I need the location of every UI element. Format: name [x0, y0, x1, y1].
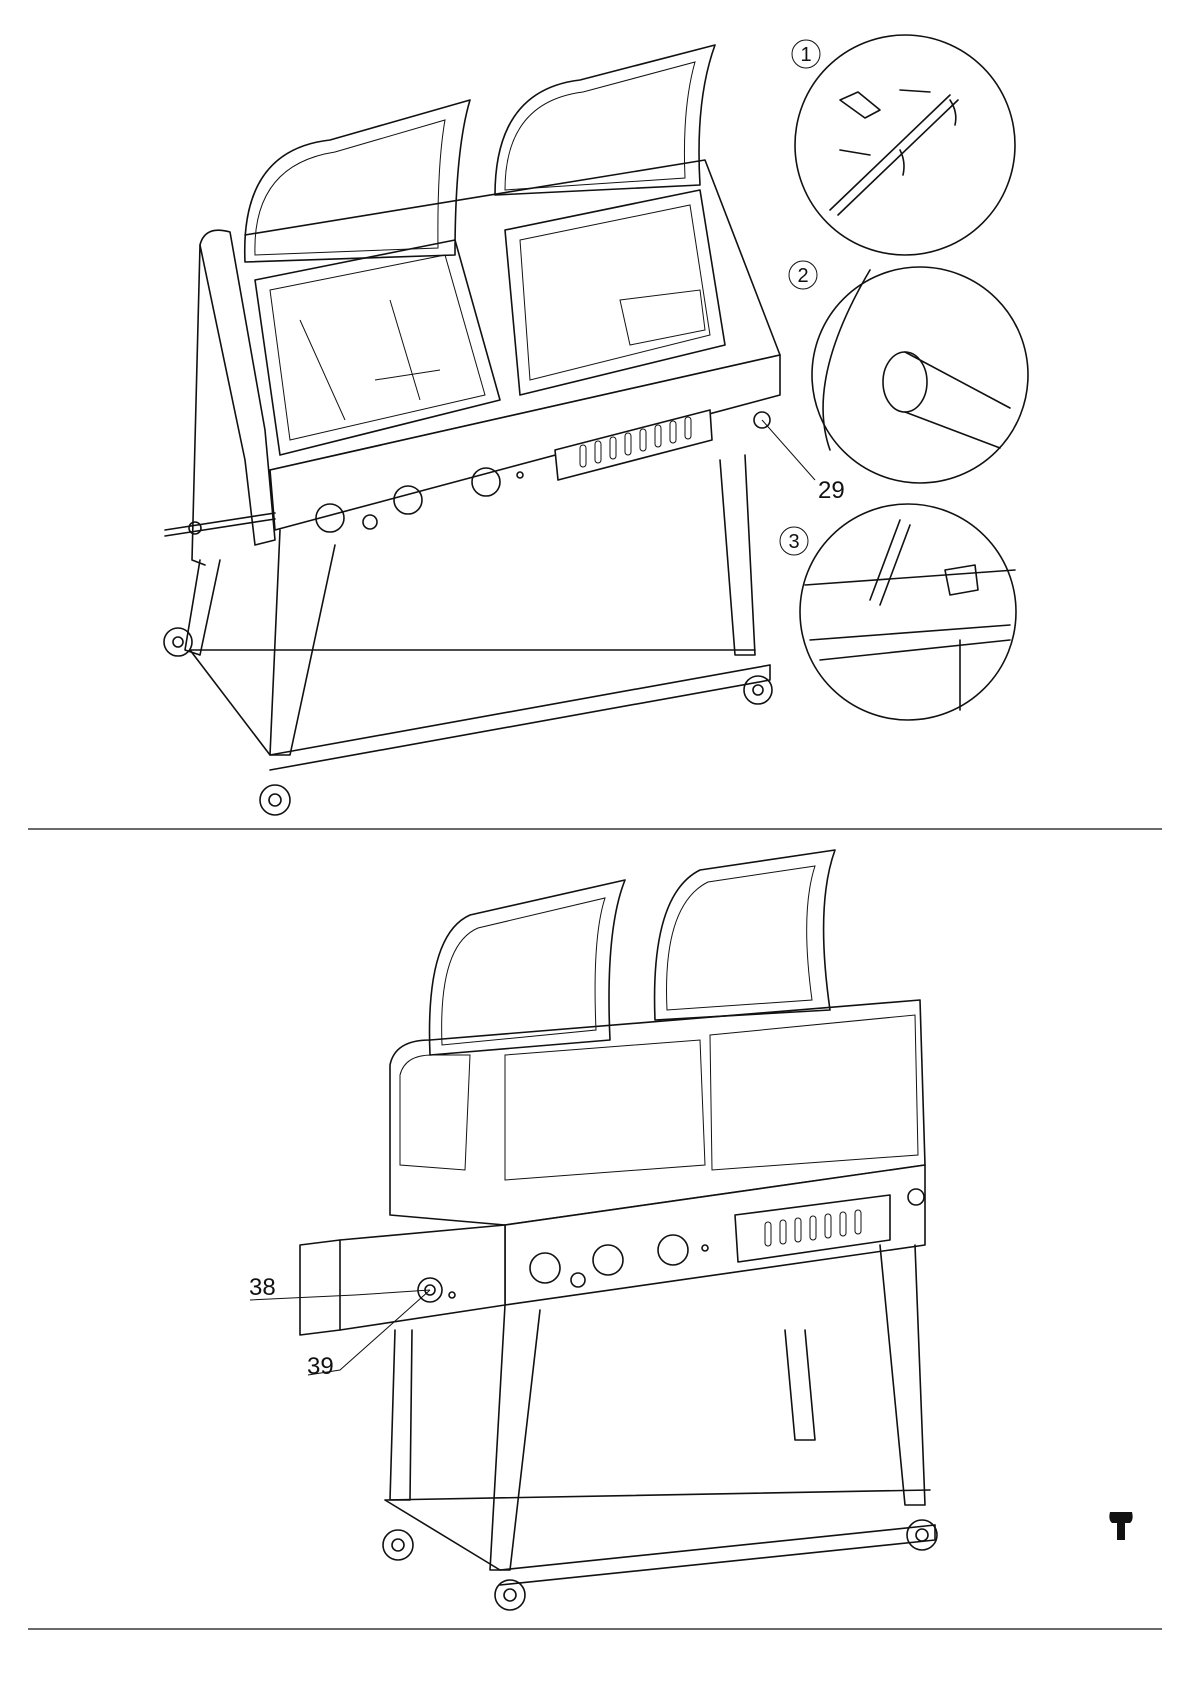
svg-text:3: 3	[788, 531, 799, 553]
screw-icon	[1109, 1512, 1132, 1540]
step-number-3: 3	[780, 527, 808, 555]
step-number-2: 2	[789, 261, 817, 289]
detail-circle-2	[812, 267, 1028, 483]
svg-text:2: 2	[797, 265, 808, 287]
svg-text:1: 1	[800, 44, 811, 66]
part-label-39: 39	[307, 1353, 334, 1380]
detail-circle-3	[800, 504, 1016, 720]
part-label-29: 29	[818, 477, 845, 504]
detail-circle-1	[795, 35, 1015, 255]
step-number-1: 1	[792, 40, 820, 68]
grill-top-view	[164, 45, 815, 815]
grill-bottom-view	[250, 850, 937, 1610]
part-label-38: 38	[249, 1274, 276, 1301]
